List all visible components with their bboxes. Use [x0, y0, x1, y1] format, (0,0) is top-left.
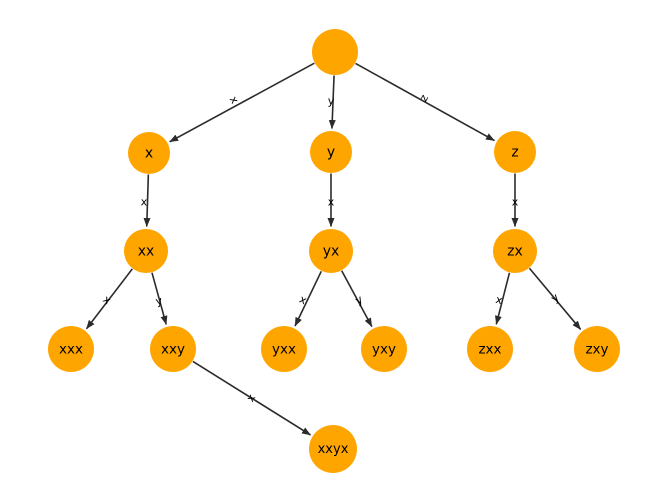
tree-node[interactable]: xx	[124, 229, 168, 273]
tree-node[interactable]: yx	[309, 229, 353, 273]
edge-label: x	[297, 293, 309, 308]
edge-label: x	[512, 196, 519, 209]
edge-label: y	[154, 294, 164, 308]
tree-node[interactable]	[312, 29, 358, 75]
tree-node[interactable]: xxx	[48, 326, 94, 372]
edge-label: y	[327, 94, 335, 107]
edge-label: x	[141, 195, 148, 208]
node-circle[interactable]	[312, 29, 358, 75]
edge-label: x	[328, 196, 335, 209]
tree-node[interactable]: zx	[493, 229, 537, 273]
tree-edge	[192, 360, 311, 436]
edges-layer	[85, 62, 582, 436]
node-circle[interactable]	[310, 131, 352, 173]
tree-node[interactable]: xxyx	[309, 425, 357, 473]
tree-node[interactable]: xxy	[150, 326, 196, 372]
tree-node[interactable]: y	[310, 131, 352, 173]
edge-label: y	[353, 293, 365, 308]
edge-label: z	[417, 92, 431, 104]
node-circle[interactable]	[124, 229, 168, 273]
node-circle[interactable]	[493, 229, 537, 273]
edge-label: y	[548, 291, 562, 305]
node-circle[interactable]	[361, 326, 407, 372]
tree-edge	[151, 272, 168, 325]
tree-node[interactable]: x	[128, 132, 170, 174]
tree-edge	[85, 268, 133, 330]
tree-node[interactable]: zxx	[467, 326, 513, 372]
tree-node[interactable]: yxx	[261, 326, 307, 372]
tree-edge	[495, 272, 511, 325]
tree-edge	[294, 270, 322, 327]
edge-label: x	[244, 391, 259, 404]
node-circle[interactable]	[48, 326, 94, 372]
tree-node[interactable]: zxy	[574, 326, 620, 372]
node-circle[interactable]	[467, 326, 513, 372]
node-circle[interactable]	[309, 229, 353, 273]
node-circle[interactable]	[128, 132, 170, 174]
node-circle[interactable]	[150, 326, 196, 372]
edge-label: x	[100, 293, 113, 308]
node-circle[interactable]	[574, 326, 620, 372]
edge-label: x	[494, 293, 504, 307]
tree-edge	[169, 62, 315, 143]
tree-edge	[143, 174, 151, 228]
node-circle[interactable]	[309, 425, 357, 473]
tree-edge	[355, 62, 495, 142]
tree-node[interactable]: z	[494, 131, 536, 173]
tree-edge	[528, 267, 582, 330]
tree-edge	[340, 270, 373, 328]
node-circle[interactable]	[494, 131, 536, 173]
tree-edge	[328, 75, 336, 130]
tree-node[interactable]: yxy	[361, 326, 407, 372]
node-circle[interactable]	[261, 326, 307, 372]
